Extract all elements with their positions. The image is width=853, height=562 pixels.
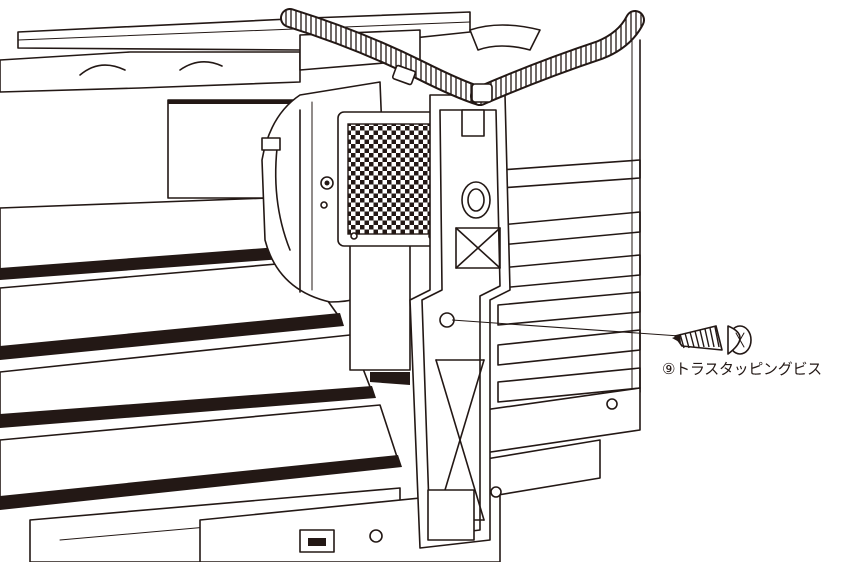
screw-hole xyxy=(439,312,455,328)
truss-tapping-screw-icon xyxy=(672,325,752,355)
mount-bracket xyxy=(409,94,511,549)
grille-right xyxy=(469,39,641,499)
louver-left xyxy=(0,197,402,562)
cable-hose xyxy=(280,8,645,106)
mesh-plate xyxy=(320,111,445,247)
motor-housing xyxy=(261,81,411,385)
callout-leader xyxy=(451,319,709,339)
callout-label-truss-tapping-screw: ⑨トラスタッピングビス xyxy=(662,360,822,378)
